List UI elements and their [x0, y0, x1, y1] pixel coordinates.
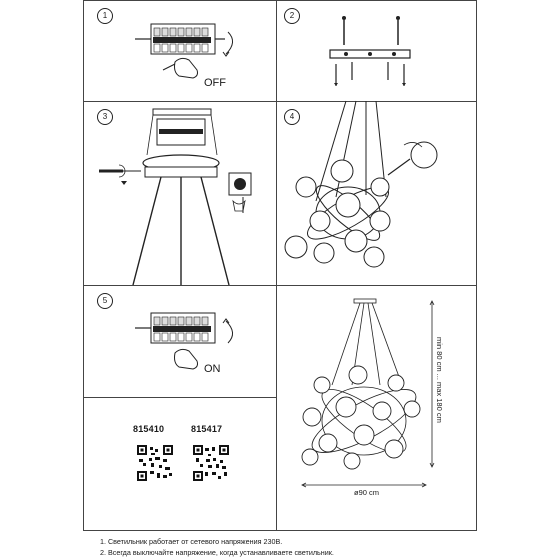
step-number-5: 5: [97, 293, 113, 309]
mounting-plate-icon: [329, 16, 411, 86]
step-number-4: 4: [284, 109, 300, 125]
grid-divider-3: [83, 397, 277, 398]
height-dimension-label: min 80 cm ... max 180 cm: [435, 337, 444, 423]
panel-step-3: 3: [83, 101, 276, 286]
panel-step-4: 4: [276, 100, 477, 285]
panel-step-5: 5 ON: [83, 285, 276, 397]
screwdriver-icon: [99, 164, 141, 185]
breaker-panel-on-icon: [135, 312, 233, 370]
grid-border-bottom: [83, 530, 477, 531]
instruction-grid: [83, 0, 477, 531]
panel-step-2: 2: [276, 0, 477, 101]
diameter-dimension-label: ø90 cm: [354, 488, 380, 497]
step-number-2: 2: [284, 8, 300, 24]
panel-step-1: 1 OFF: [83, 0, 276, 101]
canopy-mounting-icon: [99, 108, 252, 286]
off-label: OFF: [204, 77, 226, 89]
product-code-2: 815417: [191, 424, 223, 434]
qr-code-icon: [193, 445, 229, 481]
note-2: 2. Всегда выключайте напряжение, когда у…: [100, 548, 334, 557]
bulb-icon: [228, 172, 252, 213]
grid-border-right: [476, 0, 477, 531]
grid-divider-1: [83, 101, 477, 102]
breaker-panel-icon: [135, 23, 233, 79]
qr-code-icon: [137, 445, 173, 481]
panel-dimensions: min 80 cm ... max 180 cm ø90 cm: [276, 285, 477, 530]
step-number-1: 1: [97, 8, 113, 24]
grid-divider-vertical: [276, 0, 277, 531]
chandelier-dimensions-icon: [301, 298, 435, 488]
note-1: 1. Светильник работает от сетевого напря…: [100, 537, 283, 546]
chandelier-assembly-icon: [284, 100, 438, 268]
step-number-3: 3: [97, 109, 113, 125]
grid-border-left: [83, 0, 84, 531]
grid-divider-2: [83, 285, 477, 286]
panel-qr-codes: 815410 815417: [83, 397, 276, 530]
on-label: ON: [204, 363, 221, 375]
grid-border-top: [83, 0, 477, 1]
safety-notes: 1. Светильник работает от сетевого напря…: [100, 536, 520, 558]
product-code-1: 815410: [133, 424, 165, 434]
